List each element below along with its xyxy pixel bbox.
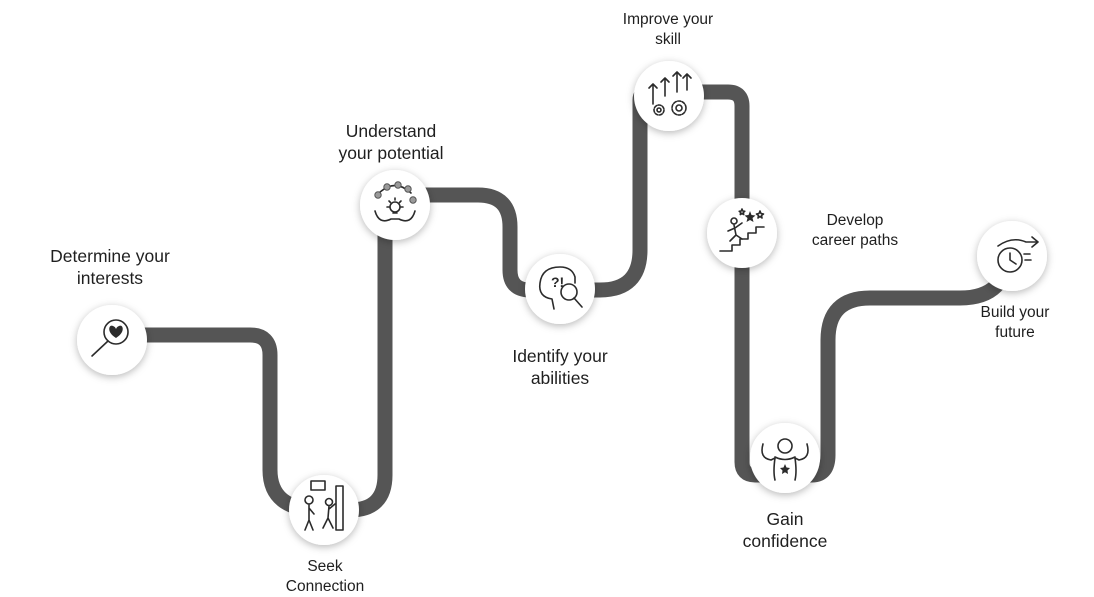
stairs-stars-icon (719, 208, 765, 252)
clock-arrow-icon (997, 236, 1039, 273)
step-connection-label: Seek Connection (265, 557, 385, 597)
step-interests-line1: Determine your (50, 246, 170, 266)
step-future-label: Build your future (955, 303, 1075, 343)
step-confidence-line1: Gain (766, 509, 804, 529)
step-potential-line1: Understand (345, 121, 437, 141)
step-skill-label: Improve your skill (608, 10, 728, 50)
step-future-line1: Build your (980, 304, 1050, 321)
step-career-node (707, 198, 777, 268)
step-potential-node (360, 170, 430, 240)
step-future-node (977, 221, 1047, 291)
step-connection-line1: Seek (307, 558, 343, 575)
magnifier-heart-icon (91, 319, 129, 357)
step-career-label: Develop career paths (795, 211, 915, 251)
step-career-line2: career paths (811, 232, 899, 249)
step-abilities-label: Identify your abilities (490, 345, 630, 389)
hands-lightbulb-icon (374, 181, 417, 222)
step-confidence-label: Gain confidence (720, 508, 850, 552)
svg-text:?!: ?! (551, 274, 564, 290)
step-career-line1: Develop (826, 212, 884, 229)
step-interests-node (77, 305, 147, 375)
step-potential-label: Understand your potential (321, 120, 461, 164)
step-abilities-line1: Identify your (512, 346, 608, 366)
step-abilities-line2: abilities (530, 368, 590, 388)
step-connection-node (289, 475, 359, 545)
step-interests-label: Determine your interests (30, 245, 190, 289)
step-skill-line1: Improve your (622, 11, 714, 28)
step-confidence-node (750, 423, 820, 493)
step-abilities-node: ?! (525, 254, 595, 324)
step-skill-line2: skill (655, 31, 681, 48)
step-confidence-line2: confidence (742, 531, 828, 551)
confident-person-icon (761, 438, 809, 481)
step-potential-line2: your potential (338, 143, 444, 163)
person-door-icon (304, 480, 344, 531)
step-interests-line2: interests (76, 268, 144, 288)
gears-arrows-icon (648, 71, 692, 116)
step-connection-line2: Connection (285, 578, 365, 595)
head-magnifier-icon: ?! (538, 266, 583, 310)
step-skill-node (634, 61, 704, 131)
step-future-line2: future (995, 324, 1035, 341)
